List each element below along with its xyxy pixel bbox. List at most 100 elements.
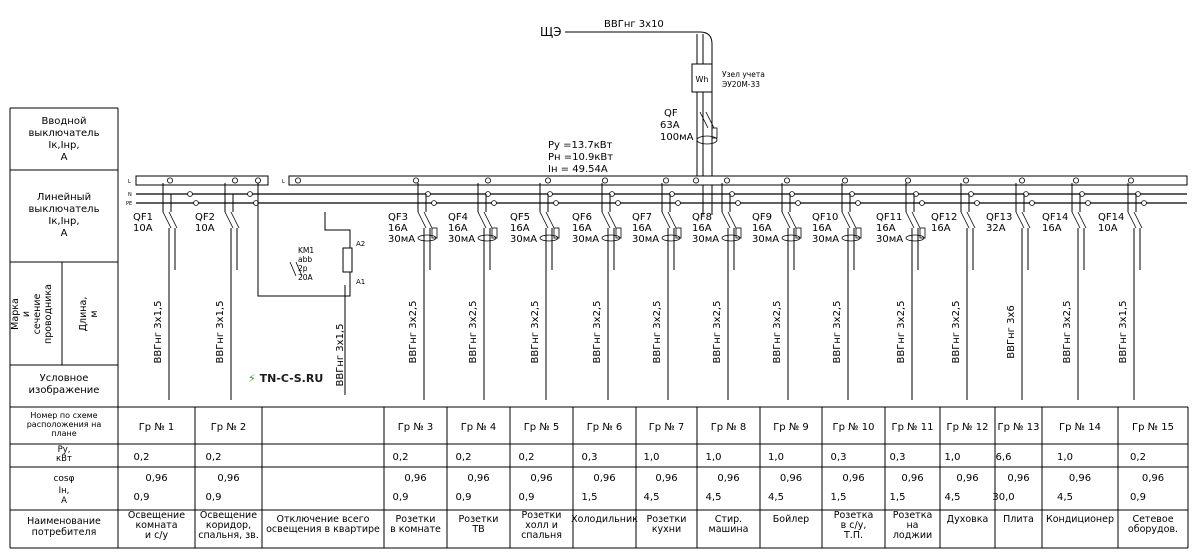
rcd-symbol [675,227,682,239]
breaker-name: QF12 [931,212,957,223]
breaker-current: 16А [1042,223,1062,234]
cos-value: 0,96 [956,473,978,484]
breaker-name: QF11 [876,212,902,223]
current-value: 30,0 [992,492,1014,503]
group-number: Гр № 8 [711,422,747,433]
name-header: Наименование [27,516,101,527]
contactor-contact [289,261,303,277]
cable-label: ВВГнг 3х2,5 [712,301,723,364]
bus-n-label: N [128,192,132,198]
consumer-name: и с/у [145,530,169,541]
current-header: Iн, [59,486,70,496]
power-value: 6,6 [996,452,1012,463]
breaker-contact [841,211,857,229]
power-installed: Ру =13.7кВт [548,140,613,151]
consumer-name: оборудов. [1128,524,1178,535]
bus-node [545,177,552,184]
cable-mark-label: сечение [32,293,43,334]
power-header: кВт [56,454,72,464]
breaker-contact [960,211,976,229]
bus-node [1141,200,1147,206]
cable-label: ВВГнг 3х2,5 [1062,301,1073,364]
bus-node [1073,177,1080,184]
breaker-name: QF7 [632,212,652,223]
breaker-contact [162,211,178,229]
bus-node [795,200,801,206]
current-value: 4,5 [706,492,722,503]
power-value: 0,2 [519,452,535,463]
power-value: 0,2 [206,452,222,463]
rcd-symbol [919,227,926,239]
cable-label: ВВГнг 3х2,5 [468,301,479,364]
rcd-toroid [601,234,621,242]
current-value: 4,5 [768,492,784,503]
contactor-coil [342,247,353,273]
cable-label: ВВГнг 3х2,5 [832,301,843,364]
breaker-contact [417,211,433,229]
cable-label: ВВГнг 3х6 [1006,305,1017,358]
breaker-contact [539,211,555,229]
bus-node [1128,177,1135,184]
line-breaker-label: Iк,Iнр, [48,216,79,227]
bus-node [294,177,301,184]
consumer-name: Бойлер [773,514,809,525]
contactor-current: 20А [298,273,314,282]
consumer-name: ТВ [471,524,484,535]
rcd-toroid [477,234,497,242]
breaker-contact [661,211,677,229]
rcd-symbol [795,227,802,239]
cos-value: 0,96 [1069,473,1091,484]
breaker-leak: 30мА [876,234,903,245]
breaker-contact [905,211,921,229]
bus-node [431,200,437,206]
cos-value: 0,96 [842,473,864,484]
breaker-leak: 30мА [752,234,779,245]
consumer-name: машина [709,524,749,535]
breaker-current: 16А [692,223,712,234]
breaker-contact [1071,211,1087,229]
breaker-name: QF1 [133,212,153,223]
rcd-symbol [431,227,438,239]
cos-value: 0,96 [145,473,167,484]
rcd-symbol [855,227,862,239]
bus-node [919,200,925,206]
contactor-cable-label: ВВГнг 3х1,5 [335,324,346,387]
main-breaker-label: QF [664,108,678,119]
breaker-name: QF4 [448,212,468,223]
cos-value: 0,96 [593,473,615,484]
number-header: плане [51,429,76,438]
current-value: 0,9 [519,492,535,503]
meter-label: ЭУ20М-33 [722,80,760,89]
breaker-name: QF14 [1042,212,1068,223]
cos-value: 0,96 [530,473,552,484]
bus-node [166,177,173,184]
input-breaker-label: Iк,Iнр, [48,140,79,151]
current-value: 4,5 [1057,492,1073,503]
breaker-current: 16А [632,223,652,234]
current-value: 0,9 [134,492,150,503]
consumer-name: Розетки [647,514,687,525]
line-breaker-label: Линейный [37,192,91,203]
rcd-symbol [491,227,498,239]
cable-mark-label: и [21,311,32,317]
breaker-contact [601,211,617,229]
rcd-symbol [615,227,622,239]
line-breaker-label: А [61,228,68,239]
breaker-leak: 30мА [692,234,719,245]
power-value: 1,0 [706,452,722,463]
bus-node [663,177,670,184]
breaker-leak: 30мА [388,234,415,245]
breaker-current: 10А [195,223,215,234]
current-value: 0,9 [456,492,472,503]
group-number: Гр № 15 [1132,422,1174,433]
power-value: 1,0 [644,452,660,463]
consumer-name: комната [135,520,177,531]
bus-node [724,177,731,184]
current-value: 0,9 [1130,492,1146,503]
consumer-name: Т.П. [843,530,863,541]
cos-header: cosφ [53,474,74,484]
breaker-current: 16А [752,223,772,234]
breaker-current: 16А [388,223,408,234]
cos-value: 0,96 [467,473,489,484]
